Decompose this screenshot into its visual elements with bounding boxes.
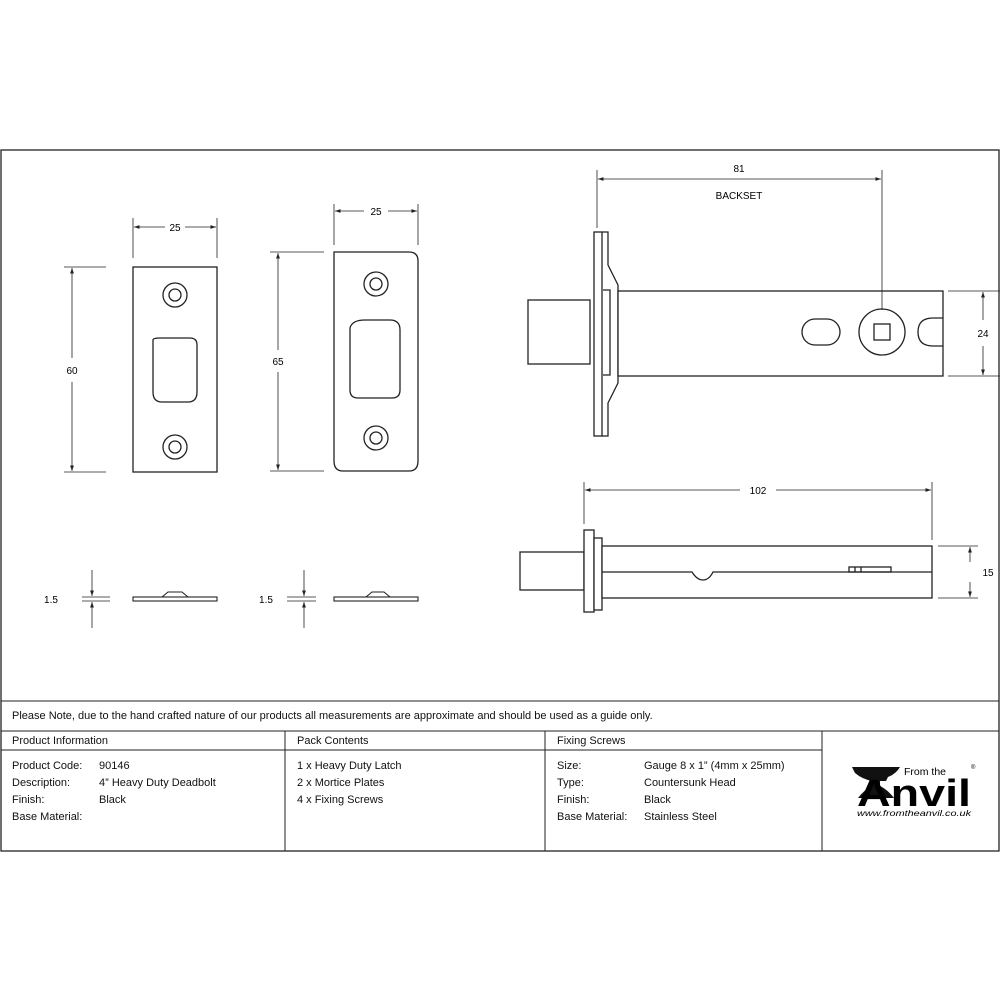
measurement-note: Please Note, due to the hand crafted nat… [12,710,653,722]
svg-text:www.fromtheanvil.co.uk: www.fromtheanvil.co.uk [857,809,972,818]
pack-item: 4 x Fixing Screws [297,794,384,806]
mortice-plate-1 [132,266,218,473]
product-code-value: 90146 [99,760,130,772]
plate-2-thickness-dimension [287,570,316,628]
screw-material-value: Stainless Steel [644,811,717,823]
pack-contents-heading: Pack Contents [297,735,369,747]
backset-dimension [596,170,883,310]
latch-height-label: 24 [977,329,989,340]
plate-2-height-label: 65 [272,357,284,368]
product-code-label: Product Code: [12,760,83,772]
latch-length-label: 102 [750,486,767,497]
screw-type-label: Type: [557,777,584,789]
pack-item: 1 x Heavy Duty Latch [297,760,402,772]
sheet-border [0,149,1000,852]
plate-2-height-dimension [270,251,324,472]
description-label: Description: [12,777,71,789]
svg-text:Anvil: Anvil [857,773,971,815]
plate-1-thickness-label: 1.5 [44,595,58,606]
finish-value: Black [99,794,126,806]
screw-size-value: Gauge 8 x 1” (4mm x 25mm) [644,760,785,772]
latch-depth-label: 15 [982,568,994,579]
screw-type-value: Countersunk Head [644,777,736,789]
svg-text:®: ® [971,764,976,771]
plate-2-thickness-label: 1.5 [259,595,273,606]
pack-item: 2 x Mortice Plates [297,777,385,789]
anvil-icon [852,767,900,798]
finish-label: Finish: [12,794,45,806]
screw-finish-label: Finish: [557,794,590,806]
fixing-screws-heading: Fixing Screws [557,735,626,747]
plate-2-width-label: 25 [370,207,382,218]
latch-length-dimension [583,482,933,540]
description-value: 4” Heavy Duty Deadbolt [99,777,216,789]
plate-1-thickness-dimension [82,570,110,628]
screw-size-label: Size: [557,760,582,772]
anvil-logo: From the ® Anvil www.fromtheanvil.co.uk [852,764,976,818]
latch-side-view [527,231,944,437]
screw-material-label: Base Material: [557,811,628,823]
product-info-heading: Product Information [12,735,108,747]
plate-1-height-dimension [64,266,106,473]
mortice-plate-2 [333,251,419,472]
backset-value-label: 81 [733,164,745,175]
base-material-label: Base Material: [12,811,83,823]
latch-depth-dimension [938,545,978,599]
svg-text:From the: From the [904,766,946,778]
backset-label: BACKSET [716,191,763,202]
latch-height-dimension [948,290,1000,377]
screw-finish-value: Black [644,794,671,806]
plate-2-width-dimension [333,204,419,245]
plate-2-side-view [333,591,419,602]
plate-1-side-view [132,591,218,602]
latch-top-view [519,529,933,613]
plate-1-height-label: 60 [66,366,78,377]
plate-1-width-dimension [132,218,218,258]
plate-1-width-label: 25 [169,223,181,234]
